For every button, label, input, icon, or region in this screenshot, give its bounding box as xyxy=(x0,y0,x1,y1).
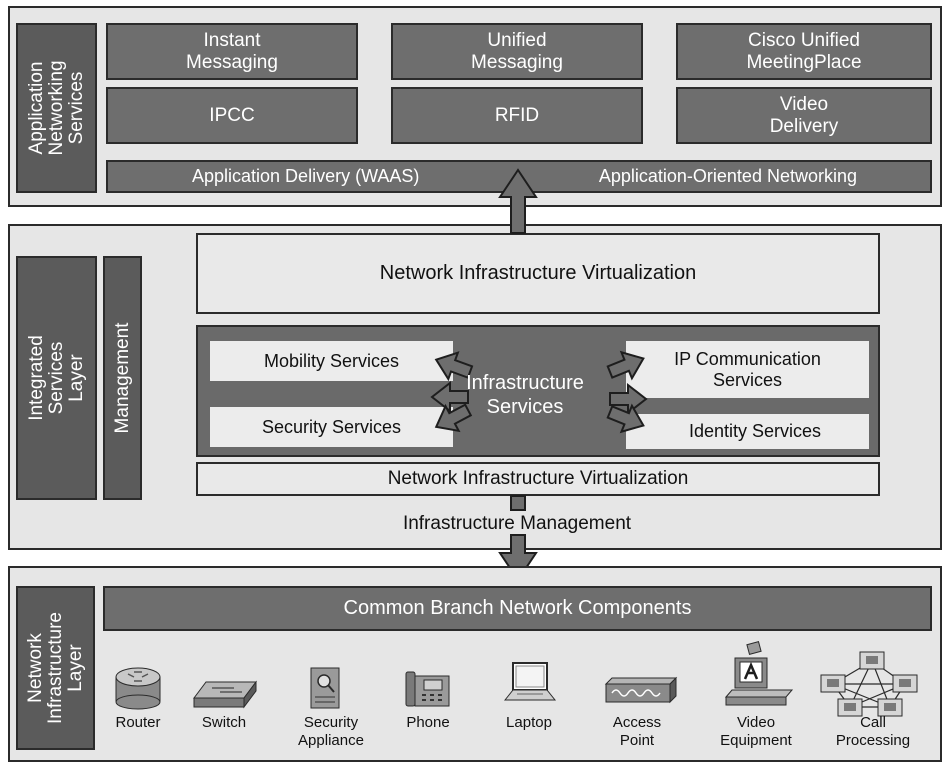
application-networking-services-label: Application Networking Services xyxy=(16,23,97,193)
device-label-access-point: Access Point xyxy=(612,714,662,749)
security-appliance-icon xyxy=(310,667,340,709)
router-icon xyxy=(115,667,161,710)
ip-communication-services-box: IP Communication Services xyxy=(626,341,869,398)
integrated-services-layer-label: Integrated Services Layer xyxy=(16,256,97,500)
device-label-switch: Switch xyxy=(201,714,247,731)
cisco-unified-meetingplace-box: Cisco Unified MeetingPlace xyxy=(676,23,932,80)
call-processing-icon xyxy=(820,651,918,717)
mobility-services-box: Mobility Services xyxy=(210,341,453,381)
network-infrastructure-virtualization-top: Network Infrastructure Virtualization xyxy=(196,233,880,314)
device-label-security-appliance: Security Appliance xyxy=(298,714,364,749)
video-delivery-box: Video Delivery xyxy=(676,87,932,144)
infrastructure-services-text: Infrastructure Services xyxy=(466,372,584,418)
video-equipment-icon xyxy=(724,641,794,706)
ipcc-box: IPCC xyxy=(106,87,358,144)
rfid-box: RFID xyxy=(391,87,643,144)
phone-icon xyxy=(405,671,450,707)
common-branch-network-components-bar: Common Branch Network Components xyxy=(103,586,932,631)
switch-icon xyxy=(193,680,257,709)
management-label: Management xyxy=(103,256,142,500)
security-services-box: Security Services xyxy=(210,407,453,447)
instant-messaging-box: Instant Messaging xyxy=(106,23,358,80)
network-infrastructure-layer-label: Network Infrastructure Layer xyxy=(16,586,95,750)
access-point-icon xyxy=(604,676,678,704)
device-label-video-equipment: Video Equipment xyxy=(720,714,792,749)
device-label-phone: Phone xyxy=(406,714,450,731)
unified-messaging-box: Unified Messaging xyxy=(391,23,643,80)
identity-services-box: Identity Services xyxy=(626,414,869,449)
device-label-call-processing: Call Processing xyxy=(835,714,911,749)
device-label-laptop: Laptop xyxy=(506,714,552,731)
device-label-router: Router xyxy=(115,714,161,731)
network-infrastructure-virtualization-bottom: Network Infrastructure Virtualization xyxy=(196,462,880,496)
application-oriented-networking-text: Application-Oriented Networking xyxy=(598,166,857,186)
infrastructure-management-text: Infrastructure Management xyxy=(402,513,632,534)
application-delivery-waas-text: Application Delivery (WAAS) xyxy=(192,166,420,186)
laptop-icon xyxy=(503,662,557,701)
